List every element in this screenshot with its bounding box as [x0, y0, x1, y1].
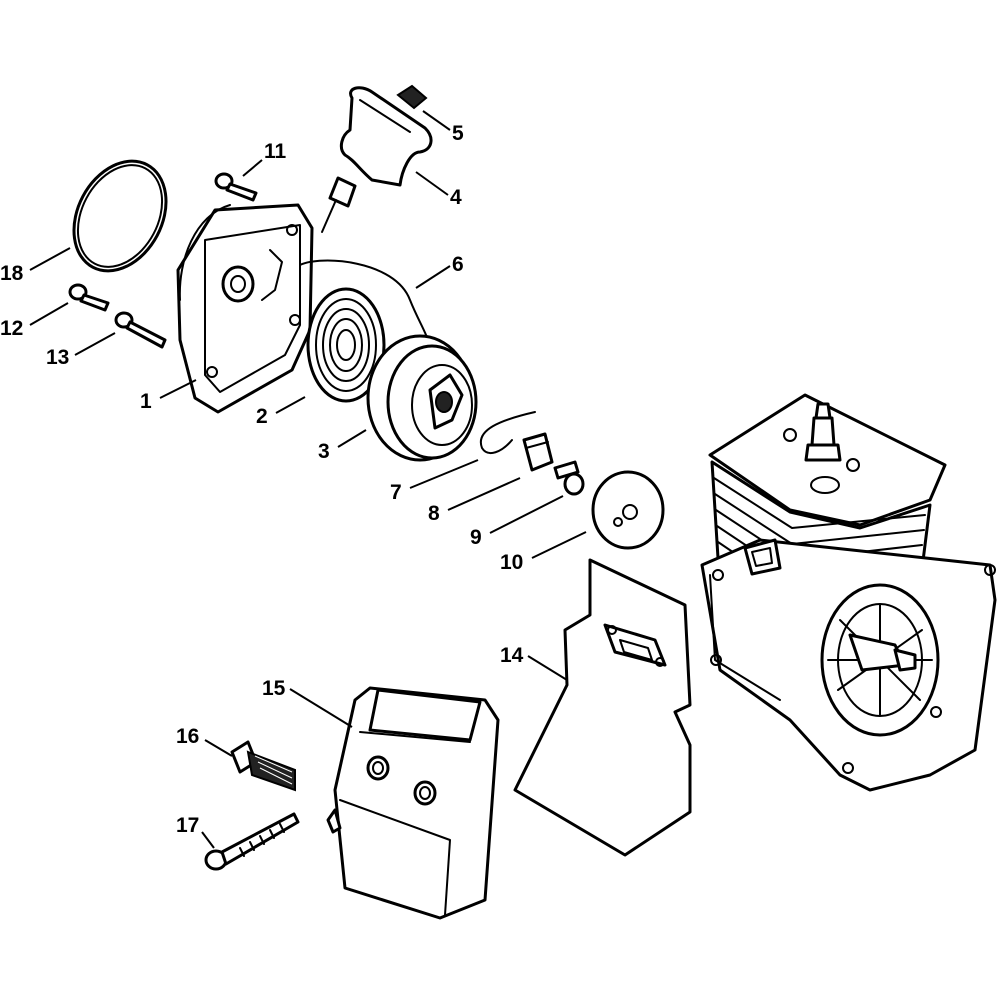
callout-10: 10	[500, 551, 523, 574]
callout-15: 15	[262, 677, 286, 700]
leader-11	[242, 159, 263, 177]
leader-1	[159, 379, 197, 399]
callout-5: 5	[452, 122, 464, 145]
leader-13	[74, 332, 116, 356]
leader-2	[275, 396, 306, 414]
part-6-starter-rope	[299, 259, 431, 346]
callout-13: 13	[46, 346, 69, 369]
callout-11: 11	[264, 140, 287, 163]
callout-16: 16	[176, 725, 199, 748]
callout-7: 7	[390, 481, 402, 504]
part-16-spark-arrestor	[230, 740, 296, 792]
leader-18	[29, 247, 71, 271]
leader-lines	[29, 110, 587, 849]
part-13-screw	[114, 311, 167, 349]
callout-8: 8	[428, 502, 440, 525]
part-11-screw	[214, 172, 258, 202]
leader-7	[409, 459, 479, 489]
part-8-pawl	[522, 432, 554, 472]
leader-10	[531, 531, 587, 559]
leader-12	[29, 302, 69, 326]
leader-5	[422, 110, 451, 131]
leader-9	[489, 495, 564, 534]
part-10-fan-disc	[591, 470, 665, 550]
part-12-screw	[68, 283, 110, 312]
part-4-starter-handle	[321, 86, 433, 233]
leader-3	[337, 429, 367, 448]
part-14-heat-shield	[513, 558, 692, 857]
callout-labels: 11 5 4 18 6 12 13 1 2 3 7 8 9 10 14 15 1…	[0, 122, 524, 837]
leader-16	[204, 739, 233, 757]
leader-4	[415, 171, 449, 196]
part-9-screw	[553, 460, 585, 496]
leader-6	[415, 265, 451, 289]
callout-9: 9	[470, 526, 482, 549]
callout-6: 6	[452, 253, 464, 276]
callout-17: 17	[176, 814, 199, 837]
part-5-cap	[396, 84, 428, 110]
part-7-spring-clip	[479, 411, 536, 455]
callout-3: 3	[318, 440, 330, 463]
callout-12: 12	[0, 317, 23, 340]
leader-14	[527, 655, 568, 681]
part-18-ring	[72, 159, 168, 273]
callout-4: 4	[450, 186, 462, 209]
callout-14: 14	[500, 644, 524, 667]
callout-1: 1	[140, 390, 152, 413]
part-2-rewind-spring	[306, 287, 386, 403]
leader-15	[289, 688, 353, 728]
engine-assembly	[700, 393, 997, 792]
callout-2: 2	[256, 405, 268, 428]
callout-18: 18	[0, 262, 24, 285]
part-3-rope-rotor	[366, 334, 478, 462]
part-17-screw	[204, 812, 300, 871]
leader-17	[201, 831, 215, 849]
part-1-starter-housing	[176, 203, 314, 414]
leader-8	[447, 477, 521, 511]
part-15-muffler	[326, 686, 500, 920]
